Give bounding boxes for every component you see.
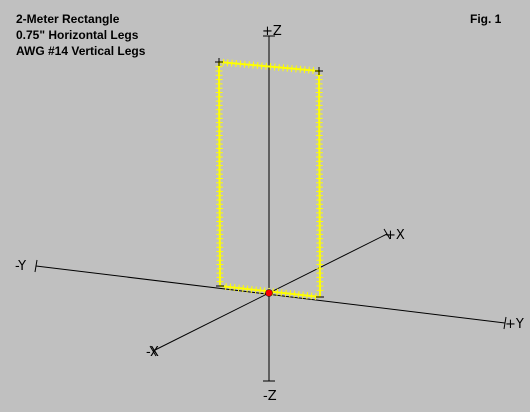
corner-markers [215,58,324,298]
diagram-caption: 2-Meter Rectangle 0.75" Horizontal Legs … [16,11,145,59]
wire-right [315,70,324,298]
feed-source-marker [265,289,273,297]
y-axis-left-tick [34,259,38,273]
figure-label: Fig. 1 [470,12,502,26]
antenna-wire [215,58,324,301]
wire-left [215,61,224,287]
axis-label-pos-z: +Z [262,24,282,39]
axis-label-neg-y: -Y [15,259,26,274]
caption-line-2: 0.75" Horizontal Legs [16,28,139,42]
x-axis-right-tick [383,228,391,240]
axis-label-neg-z: -Z [263,389,277,404]
axis-label-pos-y: +Y [505,317,524,332]
axis-label-neg-x: -X [146,345,159,360]
axis-label-pos-x: +X [385,228,405,243]
caption-line-3: AWG #14 Vertical Legs [16,44,146,58]
y-axis-right-tick [503,316,507,330]
axes [34,35,507,382]
x-axis-left-tick [149,345,157,357]
wire-top [218,58,320,75]
caption-line-1: 2-Meter Rectangle [16,12,120,26]
